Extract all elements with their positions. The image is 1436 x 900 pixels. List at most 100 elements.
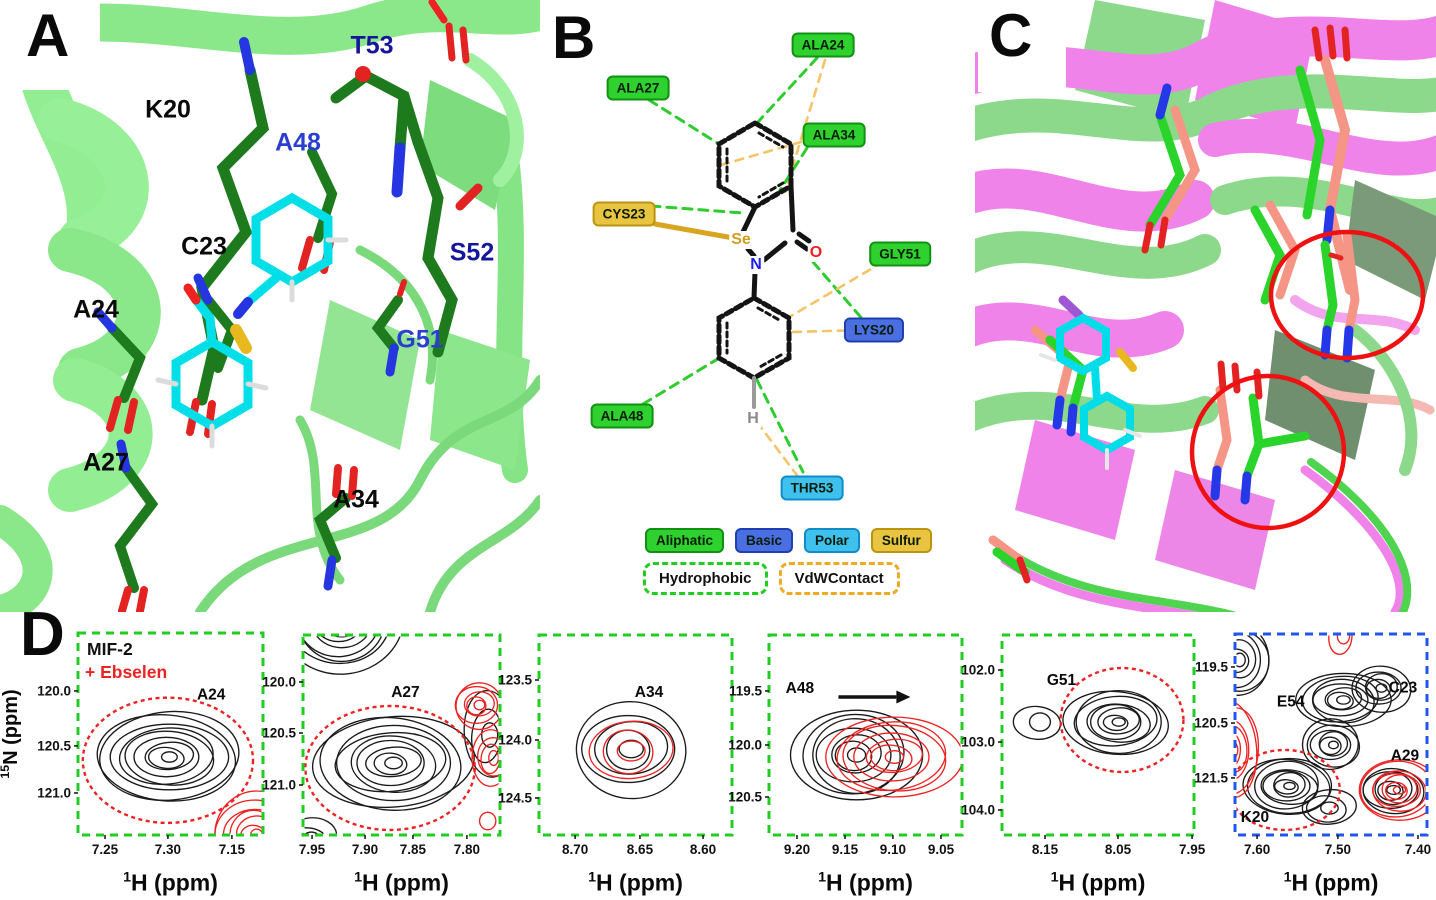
x-axis-label-k20_cluster: 1H (ppm) [1284, 869, 1379, 895]
x-tick-label: 8.70 [562, 842, 588, 857]
contour-area-a34 [575, 700, 687, 800]
x-axis-label-a27: 1H (ppm) [354, 869, 449, 895]
y-tick-label: 124.0 [498, 733, 532, 748]
residue-label-c23: C23 [181, 232, 227, 261]
interaction-line-hydrophobic-11 [755, 378, 805, 474]
spectrum-border-a34 [537, 633, 734, 837]
black-contour-peak [1012, 705, 1062, 741]
interaction-line-vdw-4 [719, 140, 803, 167]
y-tick-label: 121.5 [1194, 770, 1228, 785]
highlight-circles [1189, 229, 1426, 531]
peak-label-a48: A48 [786, 680, 815, 697]
interaction-line-hydrophobic-5 [649, 204, 745, 215]
legend-contact-vdwcontact: VdWContact [778, 562, 900, 595]
x-tick-label: 7.30 [155, 842, 181, 857]
y-tick-label: 120.5 [1194, 716, 1228, 731]
residue-box-ala34: ALA34 [802, 122, 866, 148]
x-ticks-k20_cluster: 7.60 7.50 7.40 [1244, 835, 1431, 857]
interaction-line-vdw-8 [789, 260, 885, 318]
atom-label-h: H [745, 410, 761, 428]
x-tick-label: 9.05 [928, 842, 955, 857]
x-tick-label: 9.20 [784, 842, 810, 857]
residue-box-cys23: CYS23 [592, 201, 656, 227]
x-tick-label: 7.60 [1244, 842, 1270, 857]
residue-box-ala48: ALA48 [590, 403, 654, 429]
y-ticks-k20_cluster: 119.5 120.5 121.5 [1194, 659, 1235, 785]
residue-box-thr53: THR53 [780, 475, 844, 501]
shift-highlight-ellipse [81, 696, 255, 825]
x-tick-label: 7.95 [299, 842, 326, 857]
legend-contact-types: Hydrophobic VdWContact [643, 562, 900, 595]
black-contour-peak [1236, 635, 1270, 696]
legend-type-aliphatic: Aliphatic [645, 528, 725, 553]
x-tick-label: 9.15 [832, 842, 859, 857]
peak-label-c23: C23 [1389, 679, 1418, 696]
red-contour-peak [1328, 635, 1353, 656]
residue-label-t53: T53 [350, 31, 394, 60]
peak-label-g51: G51 [1047, 672, 1077, 689]
black-contour-peak [311, 715, 475, 811]
panel-b-diagram [641, 56, 885, 480]
panel-letter-c: C [989, 2, 1033, 69]
y-tick-label: 121.0 [37, 785, 71, 800]
y-tick-label: 120.5 [728, 790, 762, 805]
interaction-line-hydrophobic-1 [755, 56, 819, 125]
highlight-circle-1 [1268, 229, 1426, 361]
black-contour-peak [1301, 788, 1357, 825]
panel-letter-a: A [26, 2, 70, 69]
residue-label-g51: G51 [396, 325, 444, 354]
y-tick-label: 119.5 [1195, 659, 1229, 674]
interaction-line-hydrophobic-7 [811, 260, 867, 324]
y-tick-label: 123.5 [498, 673, 532, 688]
red-contour-peak [1358, 759, 1426, 821]
black-contour-peak [1351, 665, 1412, 713]
y-axis-label: 15N (ppm) [0, 689, 22, 778]
panel-letter-backdrop [0, 0, 100, 90]
x-tick-label: 7.50 [1325, 842, 1351, 857]
red-contour-peak [825, 716, 961, 798]
legend-contact-hydrophobic: Hydrophobic [643, 562, 768, 595]
x-tick-label: 7.95 [1179, 842, 1206, 857]
peak-label-a27: A27 [391, 684, 419, 701]
legend-type-basic: Basic [735, 528, 794, 553]
contour-area-a48 [789, 709, 961, 801]
residue-label-a34: A34 [333, 485, 379, 514]
x-axis-label-g51: 1H (ppm) [1051, 869, 1146, 895]
peak-label-e54: E54 [1277, 693, 1305, 710]
panel-c-structure [975, 0, 1436, 612]
residue-label-a27: A27 [83, 448, 129, 477]
red-contour-peak [478, 811, 497, 831]
residue-box-lys20: LYS20 [843, 317, 905, 343]
x-tick-label: 7.40 [1405, 842, 1431, 857]
x-tick-label: 8.60 [690, 842, 716, 857]
atom-label-o: O [807, 244, 825, 262]
residue-label-a48: A48 [275, 128, 321, 157]
y-tick-label: 119.5 [729, 684, 763, 699]
x-tick-label: 7.85 [400, 842, 427, 857]
y-tick-label: 103.0 [961, 735, 995, 750]
contour-area-a24 [81, 696, 262, 834]
interaction-line-hydrophobic-0 [647, 98, 721, 146]
residue-box-gly51: GLY51 [869, 241, 931, 267]
x-axis-label-a34: 1H (ppm) [588, 869, 683, 895]
ligand-sticks-c [1039, 313, 1142, 470]
y-tick-label: 120.0 [262, 675, 296, 690]
interaction-line-sulfur-6 [652, 221, 742, 242]
annotation-ebselen: + Ebselen [85, 662, 167, 682]
peak-label-k20: K20 [1241, 809, 1269, 826]
